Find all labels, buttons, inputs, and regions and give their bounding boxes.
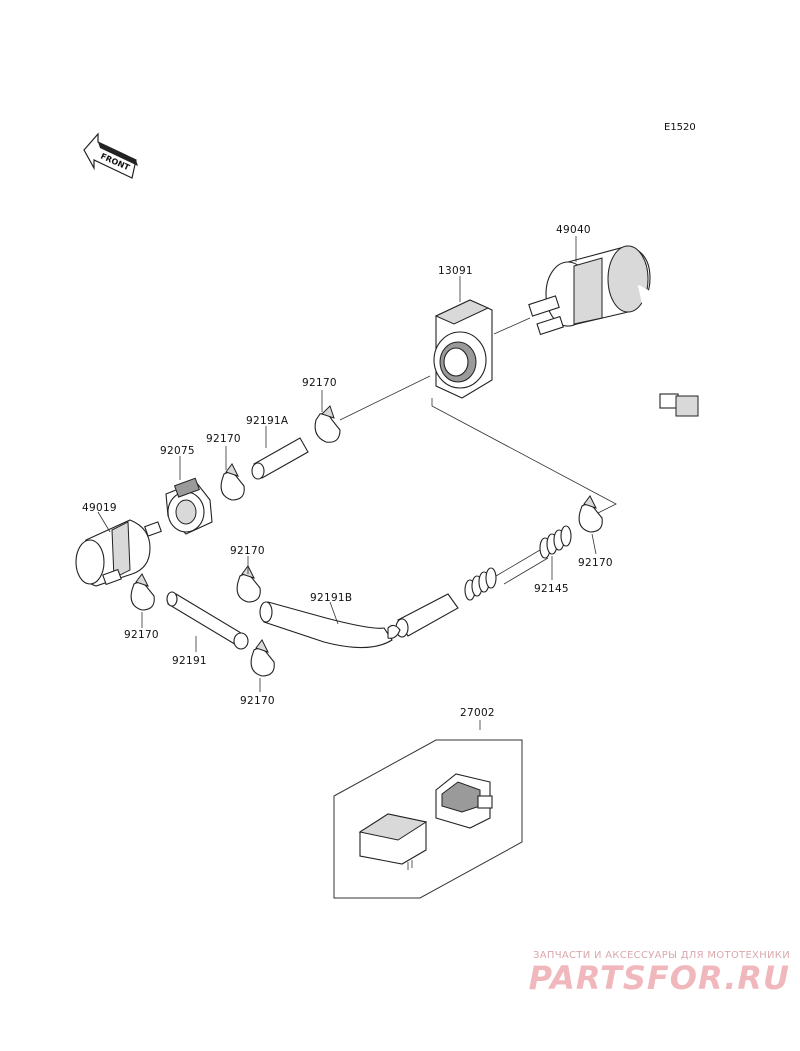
clamp-92170-b — [220, 463, 245, 501]
clamp-92170-f — [250, 639, 275, 677]
label-92170-d: 92170 — [124, 629, 159, 641]
label-92170-f: 92170 — [240, 695, 275, 707]
fuel-pump-49040 — [528, 245, 699, 417]
label-92145: 92145 — [534, 583, 569, 595]
label-49019: 49019 — [82, 502, 117, 514]
clamp-92170-a — [314, 405, 341, 443]
label-13091: 13091 — [438, 265, 473, 277]
hose-92191 — [166, 591, 249, 650]
hose-92191B — [259, 593, 459, 649]
watermark-tagline: ЗАПЧАСТИ И АКСЕССУАРЫ ДЛЯ МОТОТЕХНИКИ — [533, 950, 790, 961]
spring-92145 — [464, 525, 572, 601]
label-92170-c: 92170 — [230, 545, 265, 557]
label-92191A: 92191A — [246, 415, 289, 427]
clamp-92170-c — [236, 565, 261, 603]
clamp-92170-e — [578, 495, 603, 533]
label-92191B: 92191B — [310, 592, 352, 604]
label-92191: 92191 — [172, 655, 207, 667]
bracket-13091 — [433, 299, 493, 399]
front-arrow-icon: FRONT — [83, 132, 138, 179]
watermark-logo: PARTSFOR.RU — [528, 959, 790, 997]
connector-kit-box — [333, 739, 523, 899]
label-49040: 49040 — [556, 224, 591, 236]
connector-27002-plug — [358, 813, 428, 870]
diagram-code: E1520 — [664, 122, 696, 133]
label-92170-b: 92170 — [206, 433, 241, 445]
connector-27002-socket — [435, 773, 493, 829]
label-92075: 92075 — [160, 445, 195, 457]
clamp-92075 — [165, 477, 213, 535]
watermark: ЗАПЧАСТИ И АКСЕССУАРЫ ДЛЯ МОТОТЕХНИКИ PA… — [470, 950, 790, 995]
clamp-92170-d — [130, 573, 155, 611]
label-27002: 27002 — [460, 707, 495, 719]
fuel-filter-49019 — [75, 519, 162, 587]
label-92170-e: 92170 — [578, 557, 613, 569]
label-92170-a: 92170 — [302, 377, 337, 389]
hose-92191A — [251, 437, 309, 480]
